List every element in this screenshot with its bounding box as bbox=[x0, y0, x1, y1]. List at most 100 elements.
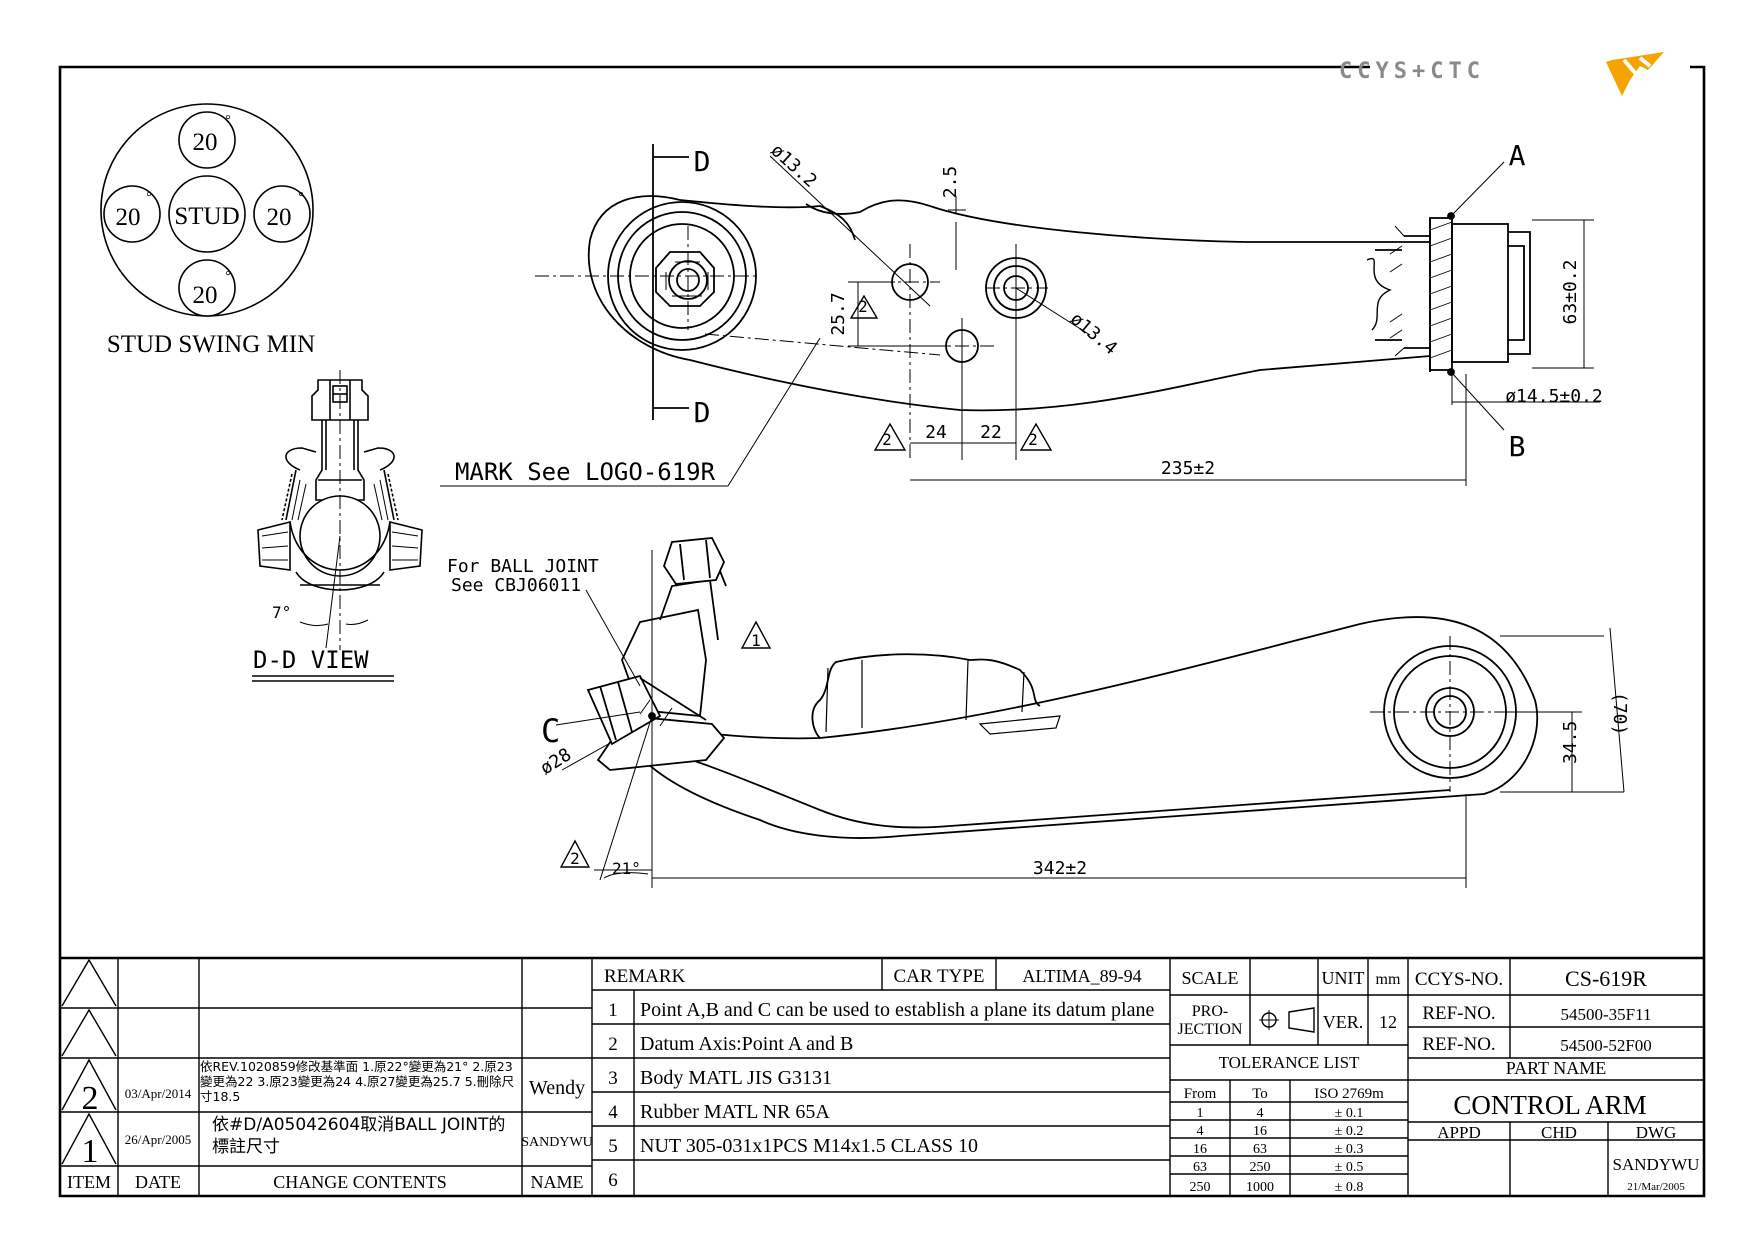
degree-mark-right: ° bbox=[298, 190, 304, 205]
logo-text: CCYS+CTC bbox=[1339, 59, 1485, 84]
dd-section-view bbox=[257, 370, 423, 650]
title-block-grid bbox=[60, 956, 1704, 1196]
degree-mark-left: ° bbox=[146, 190, 152, 205]
remark-6-no: 6 bbox=[608, 1170, 618, 1191]
projection-label-1: PRO- bbox=[1192, 1003, 1228, 1020]
remark-1-text: Point A,B and C can be used to establish… bbox=[640, 999, 1154, 1021]
ref-no-value-1: 54500-35F11 bbox=[1561, 1005, 1652, 1024]
stud-angle-right: 20 bbox=[267, 204, 292, 231]
tol-3-to: 63 bbox=[1253, 1142, 1267, 1157]
top-datum-triangles bbox=[849, 294, 1053, 451]
dim-dia-14-5: ø14.5±0.2 bbox=[1505, 386, 1603, 407]
rev-1-name: SANDYWU bbox=[521, 1135, 593, 1150]
dim-34-5: 34.5 bbox=[1560, 721, 1581, 764]
side-datum-triangles bbox=[559, 620, 772, 868]
dim-22: 22 bbox=[980, 422, 1002, 443]
head-date: DATE bbox=[135, 1172, 181, 1192]
tol-iso-label: ISO 2769m bbox=[1314, 1086, 1384, 1102]
datum-tri-left: 2 bbox=[882, 430, 892, 449]
appd-label: APPD bbox=[1437, 1123, 1480, 1142]
side-view-dimensions bbox=[555, 550, 1625, 888]
datum-point-a: A bbox=[1509, 139, 1526, 172]
section-label-top: D bbox=[694, 145, 711, 178]
ball-joint-note-1: For BALL JOINT bbox=[447, 556, 599, 577]
tol-4-from: 63 bbox=[1193, 1160, 1207, 1175]
tol-4-to: 250 bbox=[1250, 1160, 1271, 1175]
tol-5-to: 1000 bbox=[1246, 1180, 1274, 1195]
part-name-value: CONTROL ARM bbox=[1453, 1090, 1646, 1120]
dim-342: 342±2 bbox=[1033, 858, 1087, 879]
tol-to-label: To bbox=[1252, 1086, 1268, 1102]
tol-2-from: 4 bbox=[1197, 1124, 1204, 1139]
rev-1-date: 26/Apr/2005 bbox=[125, 1132, 191, 1147]
datum-point-c: C bbox=[541, 712, 560, 750]
remark-4-no: 4 bbox=[608, 1102, 618, 1123]
remark-3-no: 3 bbox=[608, 1068, 618, 1089]
tol-4-value: ± 0.5 bbox=[1335, 1160, 1364, 1175]
dim-235: 235±2 bbox=[1161, 458, 1215, 479]
unit-label: UNIT bbox=[1322, 968, 1365, 988]
datum-tri-right: 2 bbox=[1028, 430, 1038, 449]
ref-no-value-2: 54500-52F00 bbox=[1560, 1036, 1652, 1055]
section-label-bottom: D bbox=[694, 396, 711, 429]
stud-swing-caption: STUD SWING MIN bbox=[107, 331, 315, 358]
tolerance-title: TOLERANCE LIST bbox=[1219, 1053, 1360, 1072]
stud-angle-top: 20 bbox=[193, 129, 218, 156]
unit-value: mm bbox=[1376, 971, 1401, 988]
head-change-contents: CHANGE CONTENTS bbox=[273, 1172, 447, 1192]
tol-1-value: ± 0.1 bbox=[1335, 1106, 1364, 1121]
rev-2-item: 2 bbox=[82, 1080, 99, 1117]
dwg-by: SANDYWU bbox=[1613, 1155, 1700, 1174]
remark-5-no: 5 bbox=[608, 1136, 618, 1157]
head-item: ITEM bbox=[67, 1172, 111, 1192]
ccys-no-label: CCYS-NO. bbox=[1415, 969, 1503, 990]
stud-angle-bottom: 20 bbox=[193, 282, 218, 309]
rev-1-change: 依#D/A05042604取消BALL JOINT的標註尺寸 bbox=[212, 1115, 506, 1157]
part-name-label: PART NAME bbox=[1506, 1058, 1606, 1078]
dim-2-5: 2.5 bbox=[940, 166, 961, 199]
dd-angle-label: 7° bbox=[272, 603, 291, 622]
ref-no-label-1: REF-NO. bbox=[1422, 1003, 1495, 1024]
dim-63: 63±0.2 bbox=[1560, 259, 1581, 324]
remark-1-no: 1 bbox=[608, 1000, 618, 1021]
logo-mark-icon bbox=[1606, 52, 1664, 96]
rev-2-change: 依REV.1020859修改基準面 1.原22°變更為21° 2.原23變更為2… bbox=[200, 1059, 515, 1104]
ver-value: 12 bbox=[1379, 1012, 1397, 1032]
stud-label: STUD bbox=[174, 203, 239, 230]
dim-24: 24 bbox=[925, 422, 947, 443]
company-logo: CCYS+CTC bbox=[1339, 52, 1664, 96]
ref-no-label-2: REF-NO. bbox=[1422, 1034, 1495, 1055]
dim-dia-13-2: ø13.2 bbox=[767, 140, 821, 192]
stud-swing-diagram bbox=[100, 103, 314, 317]
ball-joint-note-2: See CBJ06011 bbox=[451, 575, 581, 596]
stud-angle-left: 20 bbox=[116, 204, 141, 231]
rev-2-name: Wendy bbox=[529, 1077, 585, 1099]
dwg-label: DWG bbox=[1636, 1123, 1677, 1142]
remark-2-no: 2 bbox=[608, 1034, 618, 1055]
tol-5-value: ± 0.8 bbox=[1335, 1180, 1364, 1195]
rev-2-date: 03/Apr/2014 bbox=[125, 1086, 192, 1101]
drawing-frame bbox=[58, 65, 1706, 1198]
tol-2-to: 16 bbox=[1253, 1124, 1267, 1139]
tol-2-value: ± 0.2 bbox=[1335, 1124, 1364, 1139]
projection-label-2: JECTION bbox=[1178, 1021, 1243, 1038]
degree-mark-top: ° bbox=[225, 113, 231, 128]
tol-5-from: 250 bbox=[1190, 1180, 1211, 1195]
dim-dia-13-4: ø13.4 bbox=[1066, 308, 1121, 359]
dim-angle-21: 21° bbox=[612, 859, 641, 878]
tol-3-value: ± 0.3 bbox=[1335, 1142, 1364, 1157]
side-datum-tri-1: 1 bbox=[751, 631, 761, 650]
top-view-dimensions bbox=[440, 144, 1600, 487]
chd-label: CHD bbox=[1541, 1123, 1577, 1142]
datum-point-b: B bbox=[1509, 430, 1526, 463]
remark-4-text: Rubber MATL NR 65A bbox=[640, 1101, 830, 1123]
car-type-label: CAR TYPE bbox=[894, 966, 985, 987]
remark-label: REMARK bbox=[604, 966, 686, 987]
remark-5-text: NUT 305-031x1PCS M14x1.5 CLASS 10 bbox=[640, 1135, 978, 1157]
dim-70: (70) bbox=[1609, 692, 1630, 735]
remark-2-text: Datum Axis:Point A and B bbox=[640, 1033, 853, 1055]
dim-25-7: 25.7 bbox=[828, 292, 849, 335]
rev-1-item: 1 bbox=[82, 1133, 99, 1170]
head-name: NAME bbox=[531, 1172, 584, 1192]
